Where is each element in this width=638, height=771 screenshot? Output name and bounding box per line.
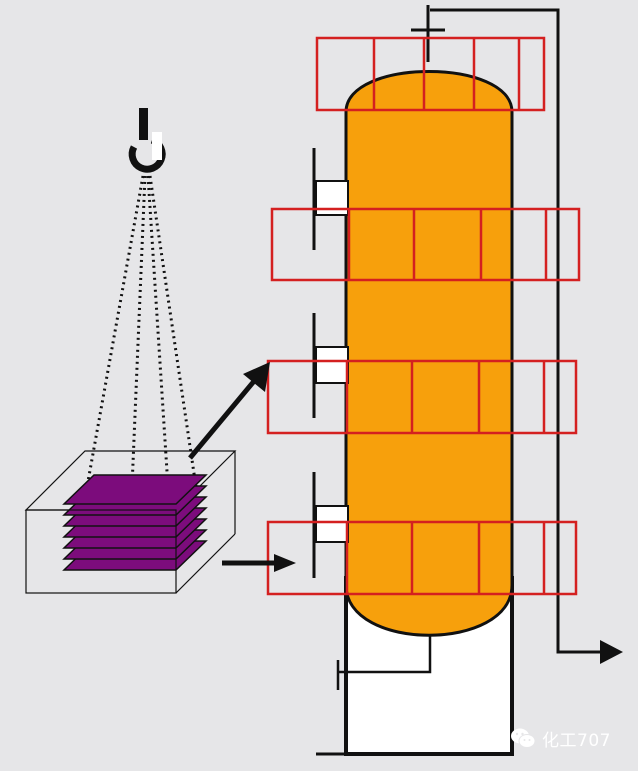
scaffold-platform-top	[315, 36, 546, 112]
side-nozzle-2	[312, 313, 349, 418]
top-piping-line	[430, 8, 602, 654]
watermark-text: 化工707	[542, 730, 611, 751]
wechat-icon	[511, 728, 536, 748]
outlet-arrowhead	[600, 640, 623, 664]
scaffold-platform-middle	[266, 359, 578, 435]
insert-direction-arrow	[222, 554, 296, 572]
scaffold-platform-lower	[266, 520, 578, 596]
crane-hook-icon	[128, 108, 166, 173]
scaffold-platform-upper	[270, 207, 581, 282]
tray-stack	[62, 474, 208, 571]
side-nozzle-3	[312, 472, 349, 578]
lifting-crate-front	[25, 509, 236, 594]
rigging-slings	[85, 175, 198, 488]
watermark: 化工707	[510, 727, 611, 751]
bottom-drain-pipe	[338, 630, 432, 674]
tower-vessel	[344, 70, 514, 637]
lift-direction-arrow	[188, 362, 270, 460]
